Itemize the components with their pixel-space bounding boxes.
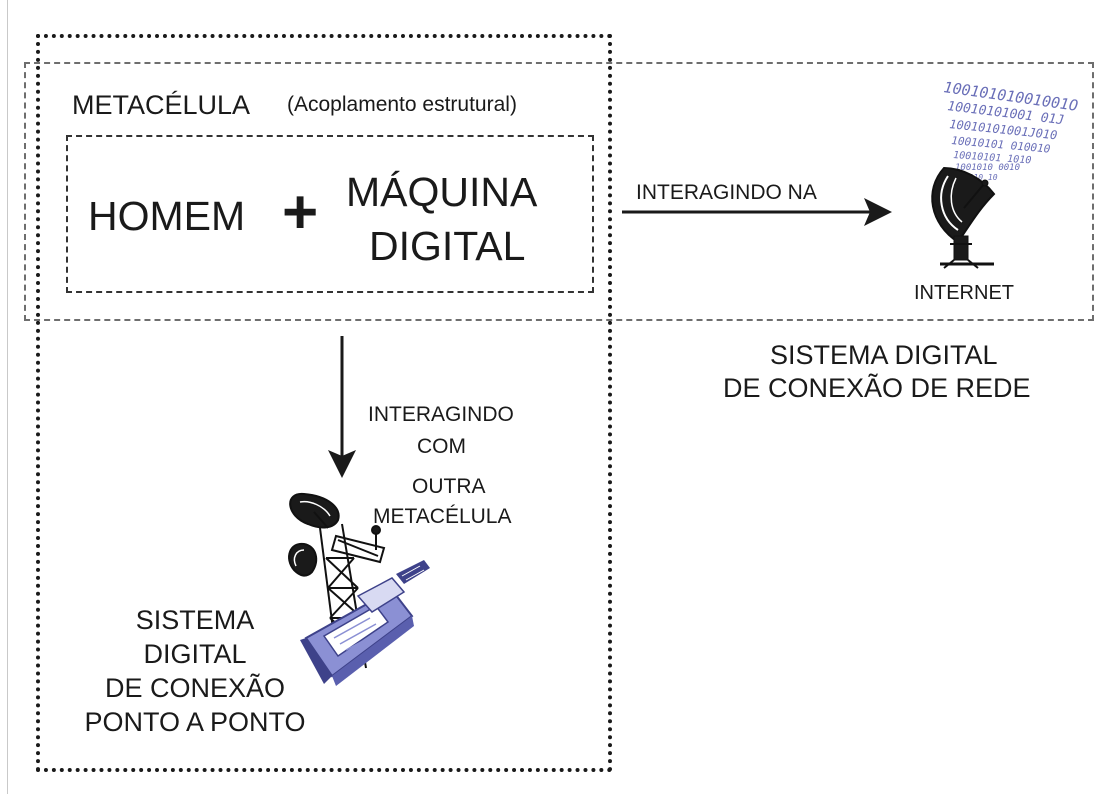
- network-system-label-line2: DE CONEXÃO DE REDE: [723, 373, 1031, 403]
- binary-line-5: 10010101 1010: [953, 150, 1032, 166]
- network-system-label-line1: SISTEMA DIGITAL: [770, 340, 998, 370]
- digital-label: DIGITAL: [369, 223, 526, 269]
- metacell-title: METACÉLULA: [72, 90, 251, 120]
- page-edge-line: [7, 0, 8, 794]
- arrow-label-line2: COM: [417, 435, 466, 458]
- arrow-label-line3: OUTRA: [412, 475, 486, 498]
- internet-label: INTERNET: [914, 282, 1014, 304]
- tower-and-phone-icon: [288, 492, 430, 686]
- metacell-boundary: [66, 135, 594, 293]
- network-system-boundary: [24, 62, 1094, 321]
- p2p-system-label: SISTEMA DIGITAL DE CONEXÃO PONTO A PONTO: [50, 603, 340, 739]
- p2p-system-label-line1: SISTEMA: [135, 605, 255, 635]
- metacell-subtitle: (Acoplamento estrutural): [287, 93, 517, 116]
- p2p-system-boundary: [36, 34, 612, 772]
- binary-line-7: 10010 10: [959, 173, 998, 182]
- p2p-system-label-line3: DE CONEXÃO: [104, 673, 286, 703]
- plus-sign: +: [282, 178, 319, 247]
- arrow-label-internet: INTERAGINDO NA: [636, 181, 817, 204]
- arrow-label-line4: METACÉLULA: [373, 505, 512, 528]
- p2p-system-label-line2: DIGITAL: [143, 639, 247, 669]
- binary-line-6: 1001010 0010: [955, 163, 1020, 173]
- binary-stream-graphic: 10010101001001O 10010101001 01J 10010101…: [942, 78, 1079, 182]
- maquina-label: MÁQUINA: [346, 169, 538, 215]
- p2p-system-label-line4: PONTO A PONTO: [84, 707, 306, 737]
- arrow-label-line1: INTERAGINDO: [368, 403, 514, 426]
- homem-label: HOMEM: [88, 193, 246, 239]
- satellite-dish-icon: [931, 166, 996, 269]
